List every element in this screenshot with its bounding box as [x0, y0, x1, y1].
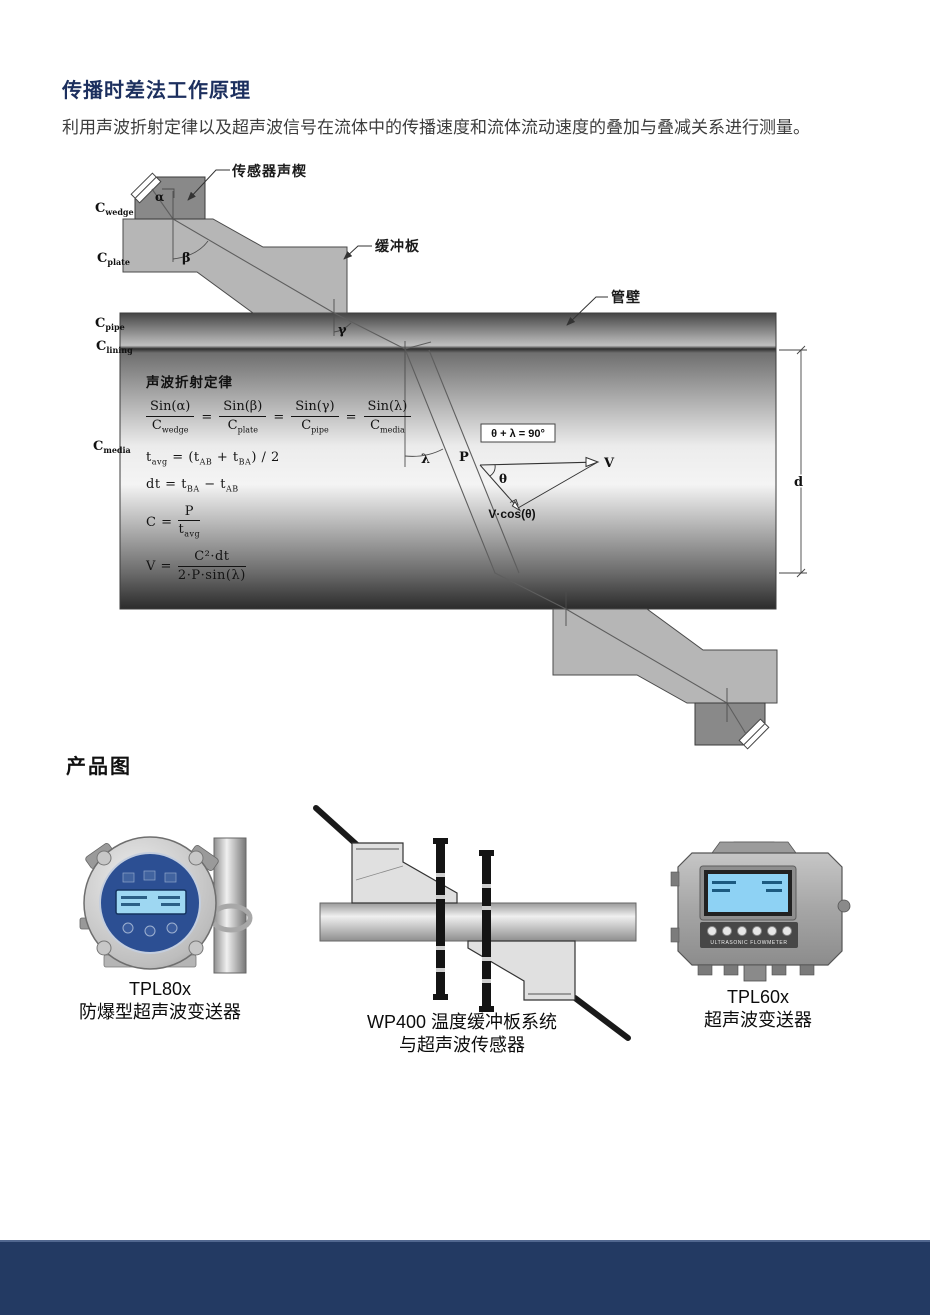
theta-label: θ [499, 472, 507, 486]
beta-label: β [182, 251, 191, 266]
pipe-wall-label: 管壁 [611, 289, 641, 305]
alpha-corner-mark [162, 188, 175, 198]
sensor-wedge-label: 传感器声楔 [231, 163, 307, 179]
principle-diagram: θ + λ = 90° d 传感器声楔 缓冲板 管壁 Cwedge Cplate… [93, 163, 807, 750]
lower-cable [572, 995, 631, 1041]
d-dimension [779, 345, 807, 578]
d-label: d [794, 475, 803, 490]
theta-arc [489, 464, 496, 477]
v-cos-label: V·cos(θ) [488, 507, 535, 521]
product-photo-tpl60x: ULTRASONIC FLOWMETER [670, 841, 851, 982]
angle-sum-label: θ + λ = 90° [491, 428, 545, 440]
c-wedge-label: Cwedge [95, 201, 134, 217]
beta-arc [172, 240, 209, 260]
tavg-equation: tavg = (tAB + tBA) / 2 [146, 449, 280, 467]
product-name: 与超声波传感器 [399, 1034, 525, 1055]
alpha-label: α [155, 190, 164, 204]
footer-bar [0, 1240, 930, 1315]
c-plate-label: Cplate [97, 251, 130, 267]
c-pipe-label: Cpipe [95, 316, 125, 332]
page-title: 传播时差法工作原理 [62, 80, 251, 102]
c-lining-label: Clining [96, 339, 133, 355]
product-model: WP400 温度缓冲板系统 [366, 1012, 558, 1032]
caption-wp400: WP400 温度缓冲板系统 与超声波传感器 [302, 1011, 622, 1056]
c-equation: C = P tavg [146, 503, 201, 540]
lcd-display [115, 889, 187, 915]
formula-block: 声波折射定律 Sin(α) Cwedge = Sin(β) Cplate = S… [146, 371, 412, 594]
upper-transducer-face-line [135, 176, 157, 199]
product-section-title: 产品图 [66, 756, 132, 778]
dt-equation: dt = tBA − tAB [146, 477, 239, 494]
product-model: TPL60x [726, 987, 790, 1007]
lambda-label: λ [421, 452, 430, 467]
v-label: V [603, 456, 615, 471]
page-subtitle: 利用声波折射定律以及超声波信号在流体中的传播速度和流体流动速度的叠加与叠减关系进… [62, 118, 810, 137]
angle-sum-box [480, 423, 556, 443]
snell-law-heading: 声波折射定律 [146, 375, 233, 390]
product-name: 防爆型超声波变送器 [79, 1001, 241, 1022]
sensor-wedge-leader [187, 169, 230, 201]
refraction-mark [404, 341, 432, 350]
wp-upper-plate [351, 842, 458, 904]
lambda-arc [404, 448, 444, 457]
right-angle-mark [509, 498, 519, 506]
product-name: 超声波变送器 [704, 1009, 812, 1030]
wp-pipe [319, 902, 637, 942]
product-model: TPL80x [128, 979, 192, 999]
wp-clamp-rod-1 [433, 838, 448, 1000]
caption-tpl80x: TPL80x 防爆型超声波变送器 [50, 978, 270, 1023]
product-photo-wp400 [313, 805, 637, 1041]
pipe-wall-leader [566, 296, 608, 326]
lower-buffer-plate [552, 608, 778, 704]
v-equation: V = C²·dt 2·P·sin(λ) [146, 549, 246, 584]
snell-fraction-wedge: Sin(α) Cwedge [146, 400, 195, 435]
snell-fraction-pipe: Sin(γ) Cpipe [291, 400, 339, 435]
product-images: ULTRASONIC FLOWMETER [79, 805, 851, 1041]
wp-clamp-rod-2 [479, 850, 494, 1012]
caption-tpl60x: TPL60x 超声波变送器 [666, 986, 850, 1031]
buffer-plate-leader [343, 245, 372, 260]
upper-cable [313, 805, 360, 848]
lower-transducer-face-line [743, 723, 765, 746]
pipe-body [119, 312, 777, 610]
product-photo-tpl80x [79, 836, 253, 974]
snell-fraction-plate: Sin(β) Cplate [219, 400, 267, 435]
snell-fraction-media: Sin(λ) Cmedia [363, 400, 412, 435]
upper-buffer-plate [122, 218, 348, 314]
gamma-arc [333, 322, 352, 333]
lcd-display [708, 874, 788, 912]
c-media-label: Cmedia [93, 439, 131, 455]
buffer-plate-label: 缓冲板 [375, 238, 420, 254]
sound-path-secondary [428, 349, 520, 574]
p-label: P [459, 450, 469, 465]
snell-equation: Sin(α) Cwedge = Sin(β) Cplate = Sin(γ) C… [146, 400, 412, 435]
wp-lower-plate [467, 940, 576, 1001]
sound-path [151, 188, 747, 735]
velocity-triangle [479, 456, 600, 512]
panel-label: ULTRASONIC FLOWMETER [710, 940, 787, 946]
gamma-label: γ [338, 323, 347, 338]
